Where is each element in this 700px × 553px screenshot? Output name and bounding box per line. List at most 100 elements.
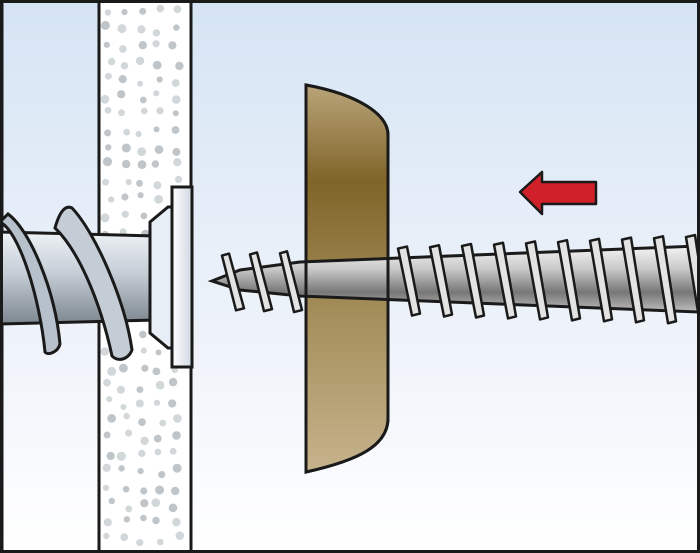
- wall-dot: [117, 385, 125, 394]
- plug-flange: [170, 185, 194, 369]
- wall-dot: [175, 61, 184, 71]
- plug-thread-1: [0, 212, 62, 356]
- wall-dot: [118, 75, 127, 84]
- wall-dot: [175, 531, 185, 540]
- screw-thread: [556, 238, 582, 322]
- wall-dot: [103, 41, 110, 48]
- wall-dot: [157, 538, 164, 546]
- wall-dot: [140, 347, 147, 354]
- wall-dot: [152, 60, 162, 70]
- wall-dot: [102, 178, 110, 186]
- fixture-board-front: [306, 85, 388, 472]
- wall-dot: [103, 532, 110, 540]
- wall-dot: [125, 429, 133, 437]
- wall-dot: [102, 484, 110, 491]
- wall-dot: [125, 505, 133, 513]
- screw-thread: [620, 236, 646, 324]
- wall-dot: [123, 412, 130, 420]
- screw-thread: [684, 233, 700, 326]
- wall-dot: [123, 516, 131, 523]
- arrow-left-icon: [518, 170, 598, 216]
- wall-dot: [139, 7, 147, 15]
- wall-dot: [100, 347, 110, 356]
- screw-threads: [220, 233, 700, 326]
- wall-dot: [108, 196, 115, 203]
- wall-dot: [159, 419, 167, 427]
- screw-thread: [492, 241, 518, 320]
- wall-dot: [119, 363, 128, 373]
- wall-dot: [120, 533, 129, 542]
- wall-dot: [172, 517, 181, 527]
- wall-dot: [103, 378, 111, 387]
- wall-dot: [100, 20, 110, 30]
- wall-dot: [172, 463, 182, 473]
- wall-dot: [139, 96, 147, 104]
- wall-dot: [168, 41, 177, 50]
- wall-dot: [155, 380, 165, 390]
- wall-dot: [140, 436, 149, 446]
- wall-plug: [0, 185, 194, 369]
- wall-dot: [105, 144, 112, 151]
- wall-dot: [173, 24, 180, 31]
- wall-dot: [118, 465, 125, 472]
- wall-dot: [122, 159, 131, 169]
- wall-dot: [156, 4, 165, 13]
- fixture-board-outline: [304, 83, 390, 474]
- wall-dot: [141, 107, 148, 115]
- wall-dot: [153, 434, 162, 443]
- wall-dot: [138, 41, 147, 50]
- wall-dot: [103, 431, 111, 439]
- wall-dot: [123, 128, 131, 136]
- wall-dot: [121, 9, 128, 16]
- wall-dot: [152, 516, 160, 525]
- wall-dot: [158, 471, 166, 479]
- wall-dot: [119, 45, 127, 53]
- wall-dot: [138, 418, 146, 426]
- wall-dot: [108, 497, 116, 505]
- wall-dot: [155, 485, 165, 495]
- wall-dot: [107, 57, 116, 66]
- wall-dot: [137, 192, 144, 199]
- wall-dot: [135, 56, 145, 66]
- wall-dot: [102, 157, 113, 167]
- wall-dot: [153, 181, 162, 190]
- wall-dot: [173, 5, 182, 14]
- wall-dot: [120, 61, 129, 70]
- screw-thread: [524, 240, 550, 321]
- wall-dot: [107, 414, 116, 423]
- wall-dot: [122, 485, 130, 493]
- screw-thread: [248, 251, 274, 313]
- wall-dot: [104, 129, 112, 137]
- wall-dot: [104, 72, 112, 80]
- screw-thread: [428, 244, 454, 318]
- wall-dot: [172, 110, 179, 117]
- screw-thread: [588, 237, 614, 323]
- wall-dot: [138, 449, 146, 458]
- wall-dot: [135, 130, 142, 138]
- wall-dot: [172, 147, 181, 156]
- wall-dot: [120, 404, 127, 410]
- wall-dot: [104, 9, 112, 16]
- wall-dot: [152, 367, 161, 376]
- wall-dot: [100, 213, 110, 223]
- wall-dot: [104, 107, 112, 114]
- wall-dot: [172, 95, 181, 104]
- wall-dot: [155, 349, 162, 356]
- wall-dot: [173, 414, 182, 423]
- wall-dot: [154, 145, 164, 154]
- wall-dot: [139, 330, 147, 339]
- wall-dot: [137, 80, 144, 87]
- wall-dot: [106, 396, 113, 403]
- wall-dot: [100, 94, 110, 104]
- wall-dot: [137, 147, 147, 157]
- wall-dot: [168, 503, 178, 513]
- wall-dot: [136, 179, 143, 187]
- wall-dot: [121, 210, 129, 218]
- wall-dot: [119, 228, 127, 236]
- wall-dot: [106, 451, 115, 461]
- wall-dot: [103, 518, 112, 527]
- wall-dot: [102, 463, 111, 472]
- wall-dot: [153, 90, 160, 97]
- wall-dot: [169, 447, 177, 455]
